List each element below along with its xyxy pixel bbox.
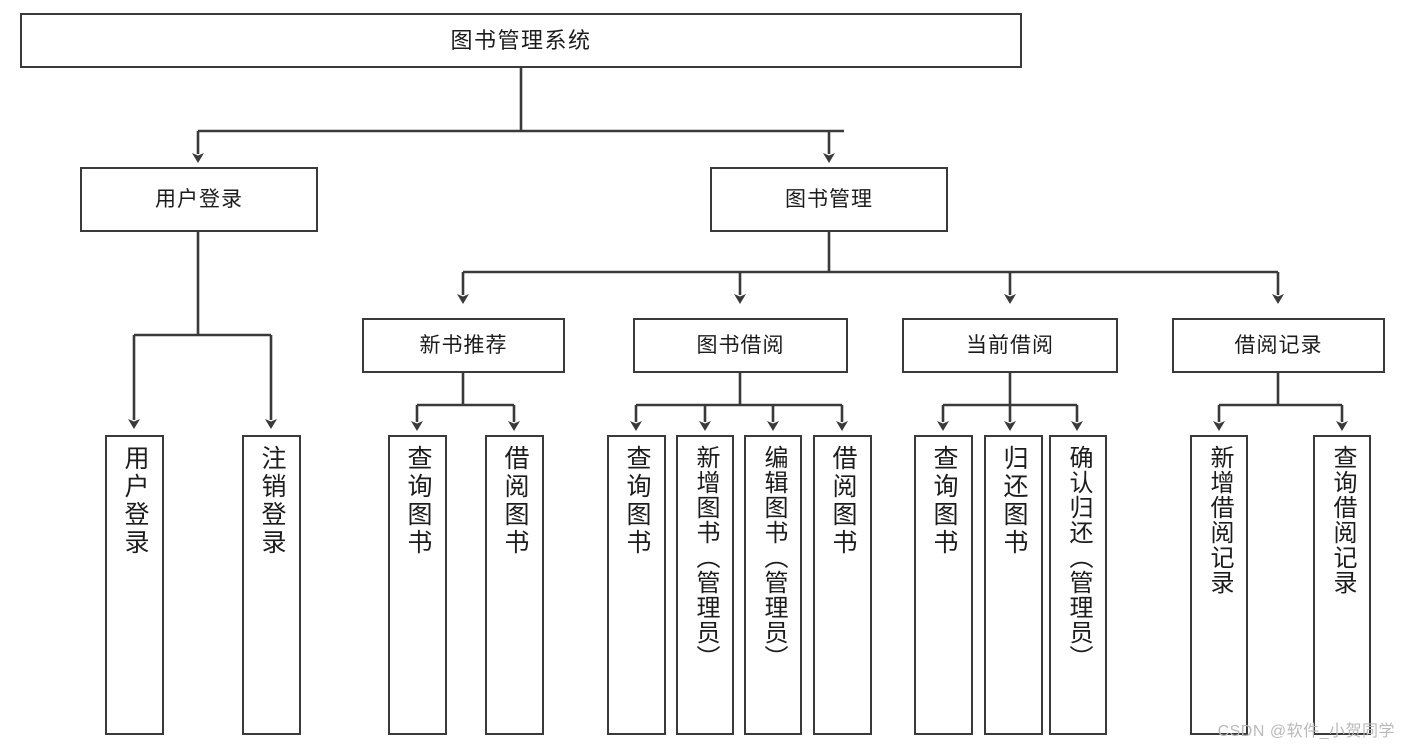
node-leaf-confirm-return[interactable]: 确认归还（管理员）	[1049, 435, 1107, 735]
node-leaf-query-book-1[interactable]: 查询图书	[388, 435, 447, 735]
node-user-login[interactable]: 用户登录	[80, 167, 318, 232]
node-new-book-rec-label: 新书推荐	[419, 334, 508, 357]
node-root[interactable]: 图书管理系统	[20, 13, 1022, 68]
node-leaf-add-record[interactable]: 新增借阅记录	[1190, 435, 1248, 735]
node-current-borrow[interactable]: 当前借阅	[902, 318, 1118, 373]
node-leaf-query-record-label: 查询借阅记录	[1329, 445, 1356, 595]
node-leaf-add-record-label: 新增借阅记录	[1206, 445, 1233, 595]
node-book-manage-label: 图书管理	[785, 188, 873, 211]
node-leaf-query-book-2[interactable]: 查询图书	[607, 435, 666, 735]
node-user-login-label: 用户登录	[155, 188, 243, 211]
csdn-watermark: CSDN @软件_小贺同学	[1217, 723, 1395, 740]
node-borrow-record[interactable]: 借阅记录	[1172, 318, 1385, 373]
node-leaf-return-book-label: 归还图书	[1000, 445, 1028, 557]
node-leaf-borrow-book-2[interactable]: 借阅图书	[813, 435, 872, 735]
node-leaf-logout[interactable]: 注销登录	[242, 435, 301, 735]
node-leaf-query-book-3[interactable]: 查询图书	[914, 435, 973, 735]
node-book-borrow-label: 图书借阅	[696, 334, 785, 357]
node-leaf-borrow-book-1[interactable]: 借阅图书	[485, 435, 544, 735]
node-leaf-query-book-1-label: 查询图书	[404, 445, 432, 557]
node-leaf-confirm-return-label: 确认归还（管理员）	[1065, 445, 1092, 670]
node-leaf-edit-book[interactable]: 编辑图书（管理员）	[744, 435, 802, 735]
node-leaf-add-book[interactable]: 新增图书（管理员）	[676, 435, 734, 735]
node-root-label: 图书管理系统	[450, 27, 592, 53]
node-book-manage[interactable]: 图书管理	[710, 167, 948, 232]
node-leaf-return-book[interactable]: 归还图书	[984, 435, 1043, 735]
node-leaf-add-book-label: 新增图书（管理员）	[692, 445, 719, 670]
node-book-borrow[interactable]: 图书借阅	[633, 318, 848, 373]
node-leaf-query-book-3-label: 查询图书	[930, 445, 958, 557]
node-new-book-rec[interactable]: 新书推荐	[362, 318, 565, 373]
node-leaf-query-record[interactable]: 查询借阅记录	[1313, 435, 1371, 735]
node-leaf-logout-label: 注销登录	[258, 445, 286, 557]
node-leaf-query-book-2-label: 查询图书	[623, 445, 651, 557]
node-borrow-record-label: 借阅记录	[1234, 334, 1323, 357]
node-leaf-edit-book-label: 编辑图书（管理员）	[760, 445, 787, 670]
node-leaf-borrow-book-2-label: 借阅图书	[829, 445, 857, 557]
node-current-borrow-label: 当前借阅	[966, 334, 1054, 357]
node-leaf-borrow-book-1-label: 借阅图书	[501, 445, 529, 557]
node-leaf-user-login-label: 用户登录	[121, 445, 149, 557]
node-leaf-user-login[interactable]: 用户登录	[105, 435, 164, 735]
